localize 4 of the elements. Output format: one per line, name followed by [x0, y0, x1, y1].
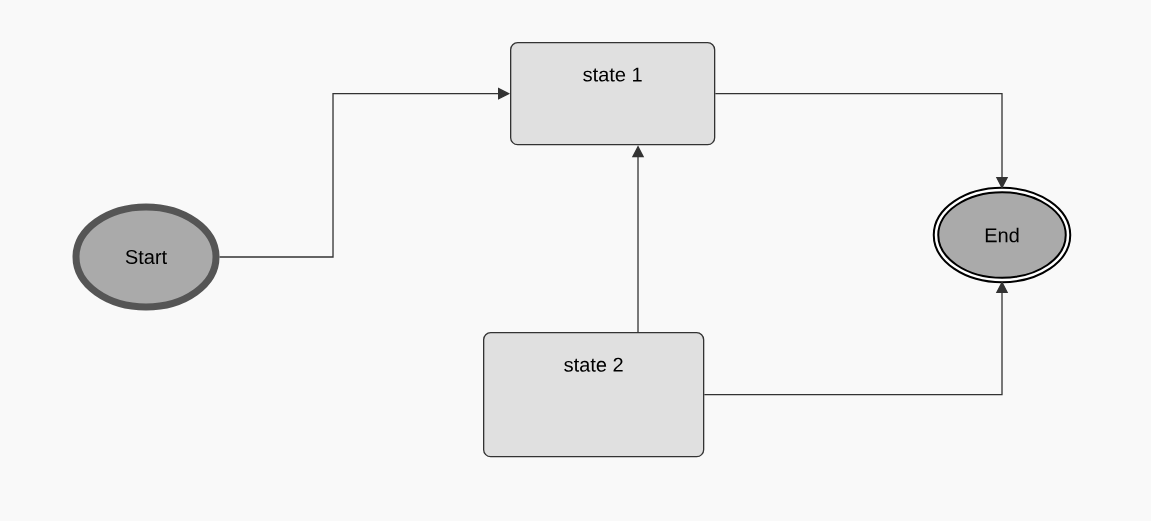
arrow	[714, 93, 1009, 189]
arrow	[218, 87, 510, 258]
state-box: state 1	[510, 42, 716, 146]
state-box: state 2	[483, 332, 705, 458]
